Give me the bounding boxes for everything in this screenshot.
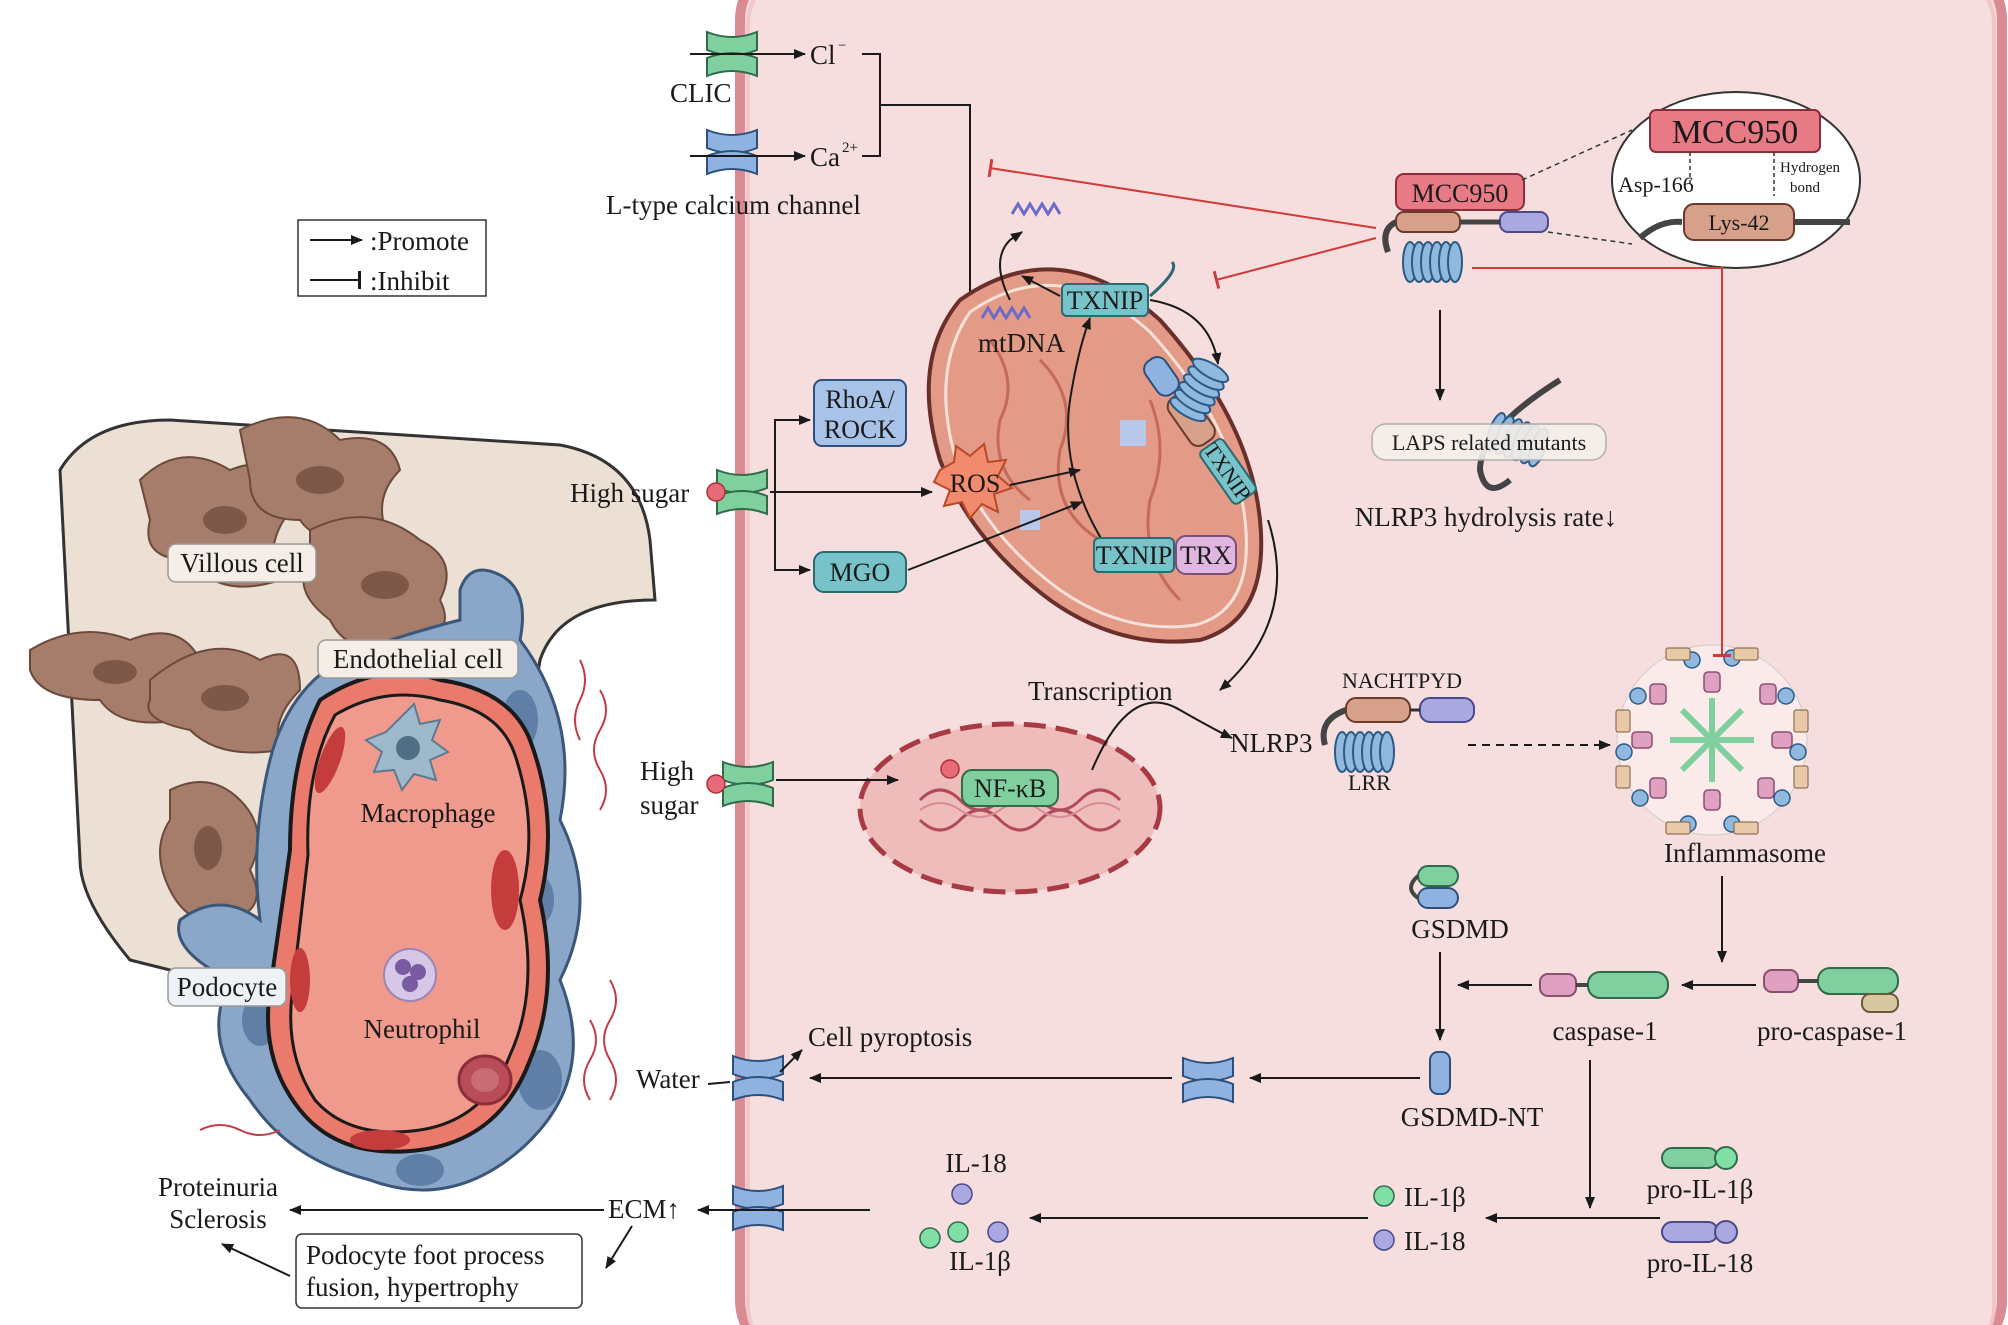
pro-il18-protein [1661, 1220, 1738, 1244]
label-proteinuria: Proteinuria [158, 1172, 278, 1202]
txnip-trx-complex: TXNIP TRX [1093, 535, 1237, 575]
pro-il18-label: pro-IL-18 [1647, 1248, 1753, 1278]
svg-text:TXNIP: TXNIP [1096, 541, 1173, 570]
svg-text:ROS: ROS [950, 469, 1001, 498]
lrr-label: LRR [1348, 770, 1391, 795]
pyroptosis-label: Cell pyroptosis [808, 1022, 972, 1052]
legend-inhibit: :Inhibit [370, 266, 450, 296]
svg-text:Podocyte foot process: Podocyte foot process [306, 1240, 544, 1270]
inflammasome-label: Inflammasome [1664, 838, 1826, 868]
nacht-label: NACHT [1342, 668, 1418, 693]
svg-text:Lys-42: Lys-42 [1708, 210, 1769, 235]
nfkb-label: NF-κB [974, 774, 1046, 803]
high-sugar-2b: sugar [640, 790, 698, 820]
label-endothelial: Endothelial cell [317, 639, 519, 679]
ros-burst: ROS [932, 442, 1014, 520]
laps-mutant: LAPS related mutants [1371, 377, 1607, 491]
svg-text:TXNIP: TXNIP [1067, 286, 1144, 315]
nlrp3-label: NLRP3 [1230, 728, 1313, 758]
mcc950-molecule: MCC950 [1382, 173, 1549, 283]
released-cytokines [919, 1183, 1009, 1249]
svg-text:Villous cell: Villous cell [180, 548, 304, 578]
label-neutrophil: Neutrophil [364, 1014, 481, 1044]
mtdna-icon [980, 305, 1032, 321]
cl-ion: Cl [810, 40, 836, 70]
il18-released-label: IL-18 [945, 1148, 1006, 1178]
asp166-label: Asp-166 [1618, 172, 1694, 197]
svg-text:Podocyte: Podocyte [177, 972, 278, 1002]
txnip-box-top: TXNIP [1061, 283, 1149, 317]
svg-text:RhoA/: RhoA/ [825, 385, 895, 414]
foot-process-box: Podocyte foot process fusion, hypertroph… [295, 1233, 583, 1309]
caspase1-label: caspase-1 [1553, 1016, 1658, 1046]
procaspase1-label: pro-caspase-1 [1757, 1016, 1907, 1046]
pro-il1b-protein [1661, 1146, 1738, 1170]
macrophage-icon [363, 702, 450, 793]
ca-ion: Ca [810, 142, 840, 172]
label-macrophage: Macrophage [361, 798, 496, 828]
pyd-label: PYD [1418, 668, 1462, 693]
legend: :Promote :Inhibit [297, 219, 487, 297]
svg-text:fusion, hypertrophy: fusion, hypertrophy [306, 1272, 519, 1302]
gsdmd-protein [1409, 865, 1459, 909]
hbond-label-1: Hydrogen [1780, 160, 1840, 176]
gsdmdnt-protein [1429, 1051, 1451, 1095]
rhoa-rock-box: RhoA/ ROCK [813, 379, 907, 447]
svg-text:MCC950: MCC950 [1672, 114, 1799, 151]
label-sclerosis: Sclerosis [169, 1204, 267, 1234]
il1b-released-label: IL-1β [949, 1246, 1011, 1276]
water-label: Water [636, 1064, 700, 1094]
il1b-label: IL-1β [1404, 1182, 1466, 1212]
pro-il1b-label: pro-IL-1β [1647, 1174, 1754, 1204]
svg-text:Endothelial cell: Endothelial cell [333, 644, 503, 674]
hydrolysis-label: NLRP3 hydrolysis rate↓ [1355, 502, 1618, 532]
high-sugar-1: High sugar [570, 478, 689, 508]
mcc950-zoom: MCC950 Asp-166 Hydrogen bond Lys-42 [1611, 91, 1861, 269]
svg-text:TRX: TRX [1180, 541, 1232, 570]
ecm-label: ECM↑ [608, 1194, 680, 1224]
transcription-label: Transcription [1028, 676, 1173, 706]
laps-label: LAPS related mutants [1392, 430, 1586, 455]
svg-text:MGO: MGO [830, 558, 891, 587]
gsdmd-label: GSDMD [1411, 914, 1509, 944]
gsdmdnt-label: GSDMD-NT [1401, 1102, 1544, 1132]
mtdna-icon-2 [1010, 201, 1062, 217]
caspase1-protein [1539, 971, 1669, 999]
inflammasome-icon [1615, 644, 1809, 836]
neutrophil-icon [383, 948, 437, 1002]
ltype-label: L-type calcium channel [606, 190, 861, 220]
svg-text:−: − [838, 38, 846, 54]
mtdna-label: mtDNA [978, 328, 1066, 358]
clic-label: CLIC [670, 78, 732, 108]
il18-label: IL-18 [1404, 1226, 1465, 1256]
nlrp3-protein [1320, 697, 1475, 773]
svg-text:MCC950: MCC950 [1412, 179, 1509, 208]
high-sugar-2a: High [640, 756, 695, 786]
procaspase1-protein [1763, 967, 1899, 1013]
hbond-label-2: bond [1790, 180, 1821, 196]
nucleus: NF-κB [857, 721, 1163, 895]
label-villous: Villous cell [167, 543, 317, 583]
label-podocyte: Podocyte [167, 967, 287, 1007]
glomerulus-illustration [29, 416, 657, 1192]
svg-text:2+: 2+ [842, 140, 858, 156]
mgo-box: MGO [813, 551, 907, 593]
svg-text:ROCK: ROCK [824, 415, 896, 444]
legend-promote: :Promote [370, 226, 469, 256]
